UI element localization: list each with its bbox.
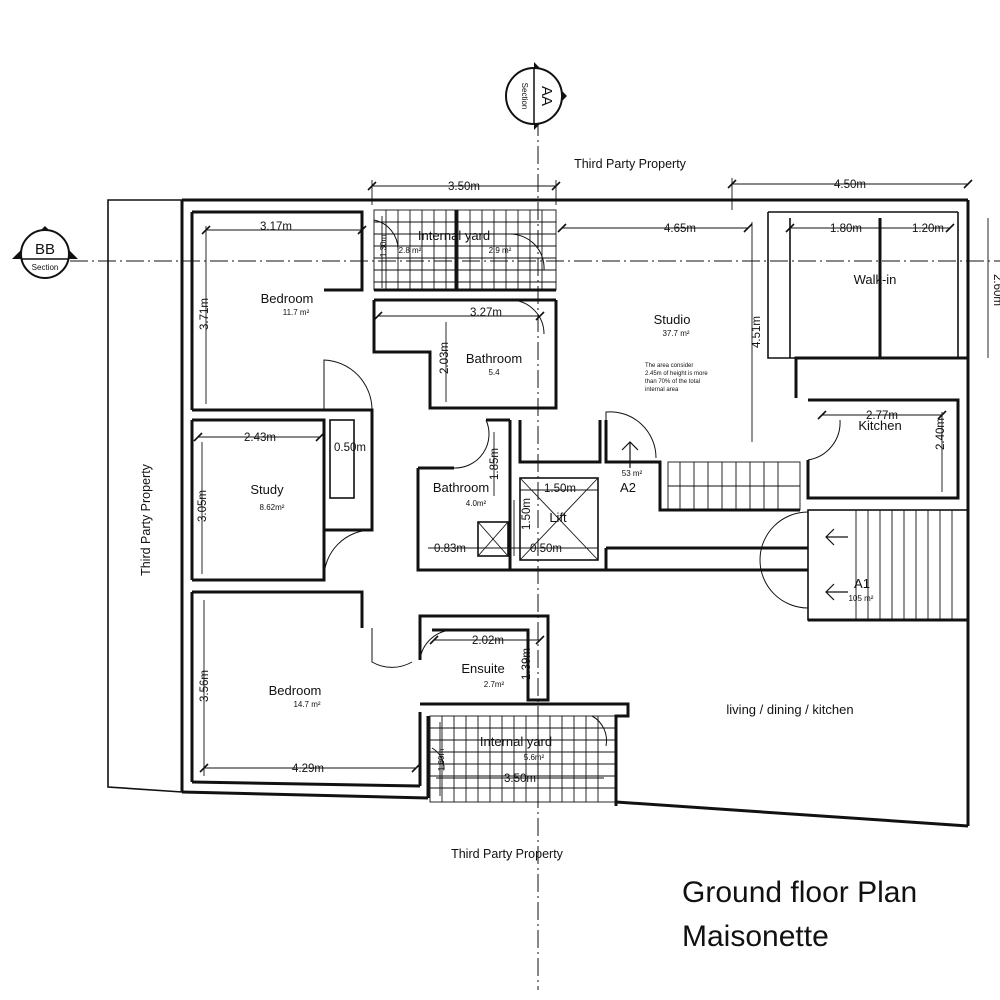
dim-bedroom1-h: 3.71m [199, 298, 211, 330]
dim-lift-w: 1.50m [544, 483, 576, 495]
room-a1-name: A1 [854, 576, 870, 591]
room-bedroom2-area: 14.7 m² [293, 700, 320, 709]
room-bathroom1-area: 5.4 [488, 368, 500, 377]
room-yard-bottom-area: 5.6m² [524, 753, 545, 762]
plan-subtitle: Maisonette [682, 920, 829, 953]
section-axes [70, 118, 1000, 990]
room-bedroom1-name: Bedroom [261, 291, 314, 306]
room-studio-note-3: than 70% of the total [645, 379, 700, 385]
dimension-ticks [193, 179, 973, 773]
boundary-left-label: Third Party Property [139, 463, 153, 576]
room-bedroom2-name: Bedroom [269, 683, 322, 698]
dim-right-edge: 2.60m [991, 274, 1000, 306]
room-a2-area: 53 m² [622, 469, 643, 478]
room-living-name: living / dining / kitchen [726, 702, 853, 717]
room-studio-note-4: internal area [645, 387, 679, 393]
dim-bath1-w: 3.27m [470, 307, 502, 319]
room-ensuite-area: 2.7m² [484, 680, 505, 689]
room-study-name: Study [250, 482, 284, 497]
room-studio-area: 37.7 m² [662, 329, 689, 338]
section-bb-label: BB [35, 241, 55, 258]
dimension-labels: 3.50m 4.50m 3.17m 3.71m 1.30m 3.27m 2.03… [197, 179, 1000, 785]
dim-top-3-50: 3.50m [448, 181, 480, 193]
room-study-area: 8.62m² [260, 503, 285, 512]
room-walkin-name: Walk-in [854, 272, 897, 287]
room-bedroom1-area: 11.7 m² [283, 308, 310, 317]
boundary-bottom-label: Third Party Property [451, 847, 564, 861]
dim-study-h: 3.05m [197, 490, 209, 522]
section-bb-sub: Section [32, 263, 59, 272]
dim-bedroom2-w: 4.29m [292, 763, 324, 775]
dim-yard2-w: 3.50m [504, 773, 536, 785]
entrance-arrows [621, 441, 848, 601]
room-bathroom2-name: Bathroom [433, 480, 489, 495]
dim-walkin-w1: 1.80m [830, 223, 862, 235]
plan-title: Ground floor Plan [682, 876, 917, 909]
dimension-lines [198, 178, 989, 796]
room-yard-bottom-name: Internal yard [480, 734, 552, 749]
room-labels: Bedroom 11.7 m² Internal yard 2.8 m² 2.9… [250, 228, 901, 762]
room-kitchen-name: Kitchen [858, 418, 901, 433]
internal-yard-top-tiles [373, 209, 557, 291]
door-swings [323, 219, 841, 771]
section-aa-label: AA [538, 86, 555, 106]
dim-shaft-w1: 0.83m [434, 543, 466, 555]
dim-bath2-h: 1.85m [489, 448, 501, 480]
dim-yard-h: 1.30m [379, 235, 388, 258]
room-ensuite-name: Ensuite [461, 661, 504, 676]
room-yard-top-area-right: 2.9 m² [489, 246, 512, 255]
dim-bedroom2-h: 3.56m [199, 670, 211, 702]
internal-yard-bottom-tiles [429, 715, 617, 803]
dim-studio-h: 4.51m [751, 316, 763, 348]
room-yard-top-name: Internal yard [418, 228, 490, 243]
room-studio-note-2: 2.45m of height is more [645, 371, 708, 377]
dim-bedroom1-w: 3.17m [260, 221, 292, 233]
dim-yard2-h: 1.60m [437, 749, 446, 772]
dim-kitchen-h: 2.40m [935, 418, 947, 450]
dim-shaft-w2: 0.50m [530, 543, 562, 555]
dim-ensuite-w: 2.02m [472, 635, 504, 647]
room-a1-area: 105 m² [849, 594, 874, 603]
section-aa-sub: Section [520, 83, 529, 110]
dim-walkin-w2: 1.20m [912, 223, 944, 235]
room-studio-name: Studio [654, 312, 691, 327]
section-aa-marker: AA Section [505, 62, 567, 130]
dim-kitchen-w: 2.77m [866, 410, 898, 422]
dim-bath1-h: 2.03m [439, 342, 451, 374]
room-bathroom1-name: Bathroom [466, 351, 522, 366]
dim-ensuite-h: 1.39m [521, 648, 533, 680]
dim-study-w: 2.43m [244, 432, 276, 444]
boundary-top-label: Third Party Property [574, 157, 687, 171]
interior-walls [190, 210, 969, 806]
room-a2-name: A2 [620, 480, 636, 495]
room-yard-top-area-left: 2.8 m² [399, 246, 422, 255]
room-lift-name: Lift [549, 510, 567, 525]
section-bb-marker: BB Section [12, 226, 78, 279]
dim-studio-w: 4.65m [664, 223, 696, 235]
room-bathroom2-area: 4.0m² [466, 499, 487, 508]
room-studio-note-1: The area consider [645, 363, 693, 369]
dim-lift-h: 1.50m [521, 498, 533, 530]
dim-top-4-50: 4.50m [834, 179, 866, 191]
dim-cupboard-w: 0.50m [334, 442, 366, 454]
